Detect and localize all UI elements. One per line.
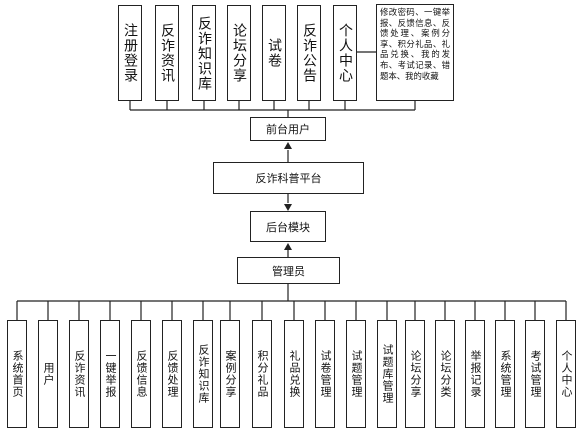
bottom-module-box: 礼品兑换 (284, 320, 304, 428)
bottom-module-label: 反诈资讯 (73, 350, 86, 398)
bottom-module-label: 案例分享 (224, 350, 237, 398)
bottom-module-label: 系统首页 (11, 350, 24, 398)
bottom-module-box: 论坛分享 (405, 320, 425, 428)
bottom-module-box: 反馈处理 (162, 320, 182, 428)
top-module-box: 论坛分享 (227, 5, 251, 101)
bottom-module-label: 系统管理 (499, 350, 512, 398)
bottom-module-box: 反诈资讯 (69, 320, 89, 428)
bottom-module-box: 个人中心 (556, 320, 576, 428)
bottom-module-box: 积分礼品 (252, 320, 272, 428)
bottom-module-box: 试题库管理 (377, 320, 397, 428)
bottom-module-label: 反馈信息 (135, 350, 148, 398)
bottom-module-label: 个人中心 (560, 350, 573, 398)
bottom-module-box: 举报记录 (465, 320, 485, 428)
backend-label: 后台模块 (266, 220, 310, 234)
platform-to-front-user-arrow (284, 142, 292, 149)
platform-box: 反诈科普平台 (213, 162, 364, 194)
top-module-label: 试卷 (266, 38, 282, 68)
bottom-module-label: 考试管理 (529, 350, 542, 398)
top-module-box: 试卷 (262, 5, 286, 101)
bottom-module-box: 反诈知识库 (193, 320, 213, 428)
admin-box: 管理员 (237, 257, 340, 284)
bottom-module-label: 论坛分享 (409, 350, 422, 398)
top-module-label: 反诈知识库 (196, 15, 212, 91)
bottom-module-box: 考试管理 (525, 320, 545, 428)
backend-box: 后台模块 (250, 211, 326, 242)
bottom-module-box: 用户 (38, 320, 58, 428)
bottom-module-label: 反馈处理 (166, 350, 179, 398)
top-module-box: 个人中心 (333, 5, 357, 101)
bottom-module-box: 系统管理 (495, 320, 515, 428)
bottom-module-box: 一键举报 (100, 320, 120, 428)
bottom-module-label: 用户 (42, 362, 55, 386)
bottom-module-label: 反诈知识库 (197, 344, 210, 404)
top-module-box: 反诈知识库 (192, 5, 216, 101)
top-module-box: 注册登录 (118, 5, 142, 101)
top-module-label: 个人中心 (337, 23, 353, 83)
bottom-module-box: 论坛分类 (435, 320, 455, 428)
platform-to-backend-arrow (284, 204, 292, 211)
top-module-label: 反诈资讯 (159, 23, 175, 83)
bottom-module-label: 试卷管理 (319, 350, 332, 398)
platform-label: 反诈科普平台 (255, 172, 322, 185)
bottom-module-box: 试题管理 (346, 320, 366, 428)
bottom-module-label: 试题库管理 (381, 344, 394, 404)
bottom-module-box: 系统首页 (7, 320, 27, 428)
bottom-module-label: 礼品兑换 (288, 350, 301, 398)
top-module-label: 反诈公告 (301, 23, 317, 83)
admin-to-backend-arrow (284, 243, 292, 250)
bottom-module-box: 试卷管理 (315, 320, 335, 428)
bottom-module-label: 举报记录 (469, 350, 482, 398)
bottom-module-label: 试题管理 (350, 350, 363, 398)
top-description-box: 修改密码、一键举报、反馈信息、反馈处理、案例分享、积分礼品、礼品兑换、我的发布、… (376, 4, 454, 101)
bottom-module-label: 积分礼品 (256, 350, 269, 398)
front-user-box: 前台用户 (250, 117, 326, 141)
top-module-box: 反诈公告 (297, 5, 321, 101)
bottom-module-label: 一键举报 (104, 350, 117, 398)
admin-label: 管理员 (272, 264, 305, 278)
top-module-box: 反诈资讯 (155, 5, 179, 101)
bottom-module-box: 案例分享 (220, 320, 240, 428)
top-module-label: 注册登录 (122, 23, 138, 83)
top-module-label: 论坛分享 (231, 23, 247, 83)
front-user-label: 前台用户 (266, 123, 310, 136)
bottom-module-label: 论坛分类 (439, 350, 452, 398)
top-description-text: 修改密码、一键举报、反馈信息、反馈处理、案例分享、积分礼品、礼品兑换、我的发布、… (380, 7, 450, 81)
bottom-module-box: 反馈信息 (131, 320, 151, 428)
